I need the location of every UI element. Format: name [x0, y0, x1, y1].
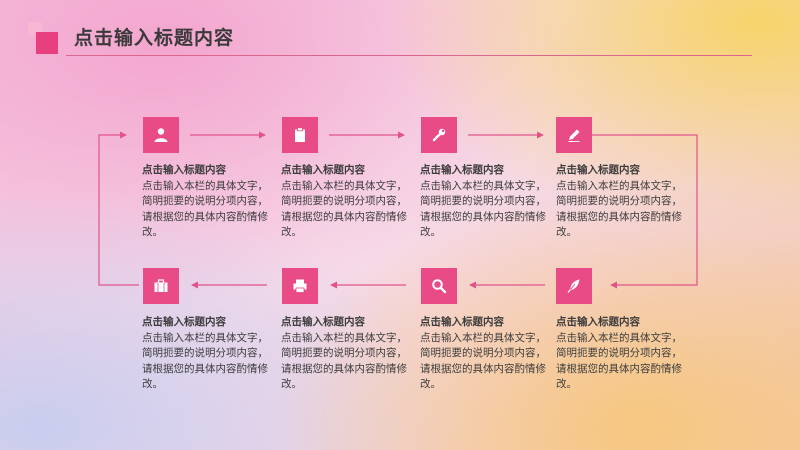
step-heading: 点击输入标题内容	[142, 316, 226, 328]
step-heading: 点击输入标题内容	[281, 316, 365, 328]
pencil-icon	[568, 129, 580, 142]
step-heading: 点击输入标题内容	[142, 164, 226, 176]
search-icon	[432, 279, 447, 294]
step-2-node[interactable]	[282, 117, 318, 153]
title-accent-square	[36, 32, 58, 54]
step-4-node[interactable]	[556, 117, 592, 153]
step-heading: 点击输入标题内容	[420, 164, 504, 176]
step-2-text: 点击输入标题内容 点击输入本栏的具体文字，简明扼要的说明分项内容，请根据您的具体…	[281, 163, 409, 241]
step-8-text: 点击输入标题内容 点击输入本栏的具体文字，简明扼要的说明分项内容，请根据您的具体…	[142, 315, 270, 393]
printer-icon	[293, 279, 307, 293]
step-heading: 点击输入标题内容	[281, 164, 365, 176]
step-7-text: 点击输入标题内容 点击输入本栏的具体文字，简明扼要的说明分项内容，请根据您的具体…	[281, 315, 409, 393]
briefcase-icon	[154, 279, 168, 292]
step-heading: 点击输入标题内容	[556, 164, 640, 176]
step-1-text: 点击输入标题内容 点击输入本栏的具体文字，简明扼要的说明分项内容，请根据您的具体…	[142, 163, 270, 241]
step-body: 点击输入本栏的具体文字，简明扼要的说明分项内容，请根据您的具体内容酌情修改。	[556, 331, 682, 391]
arrow-8-1	[98, 131, 139, 286]
step-8-node[interactable]	[143, 268, 179, 304]
step-6-node[interactable]	[421, 268, 457, 304]
step-7-node[interactable]	[282, 268, 318, 304]
step-heading: 点击输入标题内容	[420, 316, 504, 328]
step-body: 点击输入本栏的具体文字，简明扼要的说明分项内容，请根据您的具体内容酌情修改。	[142, 179, 268, 239]
step-heading: 点击输入标题内容	[556, 316, 640, 328]
page-title: 点击输入标题内容	[74, 27, 235, 49]
step-5-node[interactable]	[556, 268, 592, 304]
step-body: 点击输入本栏的具体文字，简明扼要的说明分项内容，请根据您的具体内容酌情修改。	[142, 331, 268, 391]
step-3-text: 点击输入标题内容 点击输入本栏的具体文字，简明扼要的说明分项内容，请根据您的具体…	[420, 163, 548, 241]
step-body: 点击输入本栏的具体文字，简明扼要的说明分项内容，请根据您的具体内容酌情修改。	[281, 179, 407, 239]
step-1-node[interactable]	[143, 117, 179, 153]
step-5-text: 点击输入标题内容 点击输入本栏的具体文字，简明扼要的说明分项内容，请根据您的具体…	[556, 315, 684, 393]
arrow-4-5	[592, 134, 698, 289]
step-body: 点击输入本栏的具体文字，简明扼要的说明分项内容，请根据您的具体内容酌情修改。	[420, 179, 546, 239]
step-3-node[interactable]	[421, 117, 457, 153]
step-body: 点击输入本栏的具体文字，简明扼要的说明分项内容，请根据您的具体内容酌情修改。	[556, 179, 682, 239]
user-icon	[154, 128, 168, 142]
feather-icon	[567, 279, 580, 293]
step-body: 点击输入本栏的具体文字，简明扼要的说明分项内容，请根据您的具体内容酌情修改。	[281, 331, 407, 391]
wrench-icon	[432, 128, 446, 142]
step-4-text: 点击输入标题内容 点击输入本栏的具体文字，简明扼要的说明分项内容，请根据您的具体…	[556, 163, 684, 241]
clipboard-icon	[295, 127, 305, 142]
step-6-text: 点击输入标题内容 点击输入本栏的具体文字，简明扼要的说明分项内容，请根据您的具体…	[420, 315, 548, 393]
step-body: 点击输入本栏的具体文字，简明扼要的说明分项内容，请根据您的具体内容酌情修改。	[420, 331, 546, 391]
title-divider	[66, 55, 752, 56]
